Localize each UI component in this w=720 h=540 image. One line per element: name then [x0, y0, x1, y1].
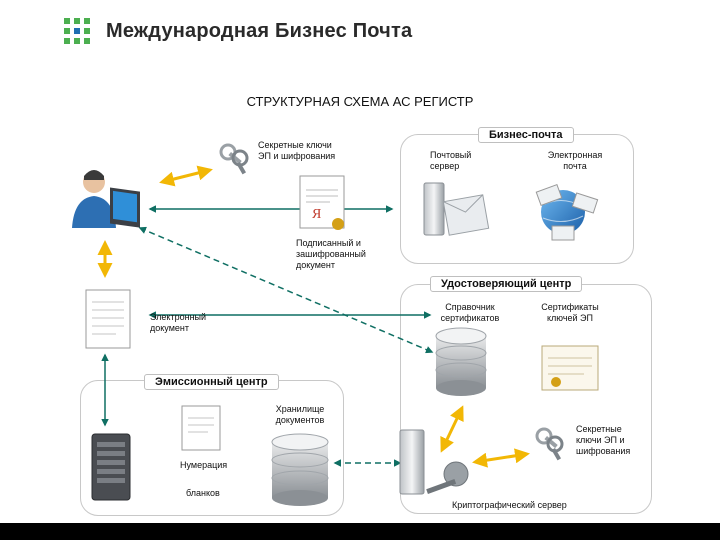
emission-server-icon — [91, 433, 131, 501]
signed-document-label: Подписанный и зашифрованный документ — [296, 238, 366, 270]
blanks-label: бланков — [186, 488, 220, 498]
mail-server-label: Почтовый сервер — [430, 150, 472, 171]
document-storage-database-icon — [271, 433, 329, 506]
keys-icon-top — [219, 143, 249, 175]
secret-keys-bottom-label: Секретные ключи ЭП и шифрования — [576, 424, 631, 456]
emission-center-label: Эмиссионный центр — [144, 374, 279, 390]
emission-document-icon — [181, 405, 221, 451]
footer-bar — [0, 523, 720, 540]
keys-icon-bottom — [535, 427, 564, 461]
arrow-user-to-cert-directory — [138, 226, 434, 354]
page-title: СТРУКТУРНАЯ СХЕМА АС РЕГИСТР — [246, 94, 474, 109]
certificate-directory-database-icon — [435, 327, 487, 396]
user-computer-icon — [72, 170, 140, 228]
numbering-label: Нумерация — [180, 460, 228, 470]
secret-keys-top-label: Секретные ключи ЭП и шифрования — [258, 140, 336, 161]
key-certificates-icon — [541, 345, 599, 391]
document-storage-label: Хранилище документов — [275, 404, 325, 425]
cert-center-label: Удостоверяющий центр — [430, 276, 583, 292]
arrows — [97, 165, 530, 468]
crypto-server-icon — [399, 429, 469, 495]
mail-server-icon — [423, 182, 490, 236]
arrow-keys-to-user — [159, 165, 213, 187]
cert-directory-label: Справочник сертификатов — [440, 302, 500, 323]
email-globe-icon — [535, 184, 599, 241]
electronic-document-label: Электронный документ — [150, 312, 207, 333]
electronic-document-icon — [85, 289, 131, 349]
arrow-crypto-to-directory — [440, 405, 464, 453]
logo-icon — [62, 16, 92, 46]
arrow-crypto-to-keys — [472, 448, 530, 468]
crypto-server-label: Криптографический сервер — [452, 500, 567, 510]
header: Международная Бизнес Почта — [0, 0, 720, 62]
email-label: Электронная почта — [547, 150, 603, 171]
business-mail-label: Бизнес-почта — [478, 127, 574, 143]
svg-text:Я: Я — [312, 207, 321, 222]
brand-name: Международная Бизнес Почта — [106, 20, 413, 42]
key-certificates-label: Сертификаты ключей ЭП — [541, 302, 599, 323]
signed-document-icon: Я — [299, 175, 345, 230]
